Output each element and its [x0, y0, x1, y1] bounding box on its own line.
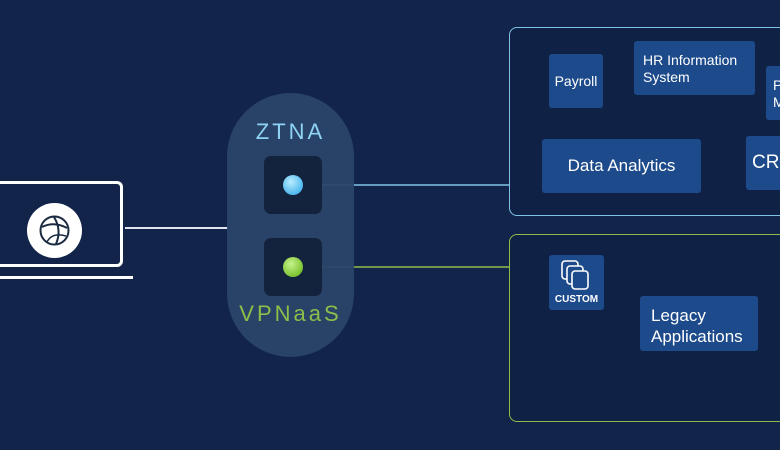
payroll-app: Payroll — [549, 54, 603, 108]
laptop-screen — [0, 181, 123, 267]
ztna-node — [283, 175, 303, 195]
crm-app-partial: CR — [746, 136, 780, 190]
custom-app: CUSTOM — [549, 255, 604, 310]
secure-client-logo — [27, 203, 82, 258]
vpn-node — [283, 257, 303, 277]
gateway-capsule — [227, 93, 354, 357]
partial-label-line2: M — [773, 94, 780, 110]
hr-label-line2: System — [643, 69, 690, 85]
vpnaas-label: VPNaaS — [239, 301, 342, 326]
crm-label: CR — [752, 152, 780, 173]
legacy-applications-app: Legacy Applications — [640, 296, 758, 351]
ztna-label: ZTNA — [255, 119, 326, 144]
stacked-pages-icon — [561, 260, 589, 290]
legacy-label-line2: Applications — [651, 327, 743, 346]
custom-label: CUSTOM — [554, 294, 599, 305]
laptop-base — [0, 276, 133, 279]
legacy-label-line1: Legacy — [651, 306, 706, 325]
hr-information-system-app: HR Information System — [634, 41, 755, 95]
data-analytics-label: Data Analytics — [567, 156, 676, 175]
payroll-label: Payroll — [554, 73, 598, 89]
globe-icon — [39, 215, 70, 246]
partial-app-tile: P M — [766, 66, 780, 120]
hr-label-line1: HR Information — [643, 52, 738, 68]
partial-label-line1: P — [773, 77, 780, 93]
data-analytics-app: Data Analytics — [542, 139, 701, 193]
